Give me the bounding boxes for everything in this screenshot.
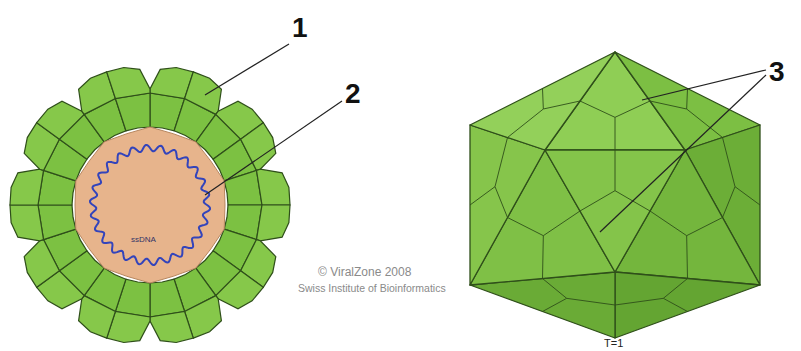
capsid-subunit	[224, 170, 262, 205]
subunit-edge	[723, 138, 736, 187]
capsid-subunit	[150, 312, 193, 343]
leader-line	[205, 101, 342, 195]
capsid-interior	[75, 127, 225, 283]
capsid-subunit	[10, 205, 44, 241]
subunit-edge	[543, 279, 567, 299]
subunit-edge	[650, 101, 687, 109]
subunit-edge	[615, 101, 650, 117]
leader-line	[642, 70, 766, 100]
capsid-subunit	[38, 205, 76, 240]
subunit-edge	[615, 117, 616, 150]
capsid-subunit	[150, 279, 185, 317]
capsid-subunit	[79, 296, 116, 339]
subunit-edge	[495, 138, 508, 187]
capsid-face	[545, 150, 685, 272]
subunit-edge	[650, 211, 687, 236]
callout-number: 1	[292, 14, 308, 42]
subunit-edge	[543, 211, 580, 236]
capsid-subunit	[257, 169, 291, 205]
leader-line	[600, 75, 766, 232]
subunit-edge	[542, 236, 544, 279]
leader-lines	[205, 44, 766, 232]
subunit-edge	[543, 298, 567, 311]
subunit-edge	[615, 150, 616, 191]
subunit-edge	[495, 187, 508, 218]
subunit-edge	[580, 101, 615, 117]
subunit-edge	[686, 89, 688, 110]
subunit-edge	[735, 187, 760, 205]
icosahedral-capsid	[470, 52, 760, 338]
subunit-edge	[508, 218, 544, 236]
capsid-face	[615, 272, 760, 338]
subunit-edge	[615, 298, 663, 305]
subunit-edge	[686, 236, 688, 279]
capsid-cross-section	[10, 68, 290, 343]
capsid-subunit	[24, 240, 59, 288]
leader-line	[205, 44, 289, 95]
capsid-subunit	[37, 101, 84, 139]
subunit-edge	[723, 187, 736, 218]
subunit-edge	[687, 218, 723, 236]
subunit-edge	[543, 101, 580, 109]
triangulation-number: T=1	[604, 338, 623, 349]
capsid-face	[470, 52, 615, 150]
callout-number: 3	[769, 58, 785, 86]
subunit-edge	[508, 109, 544, 138]
subunit-edge	[567, 298, 615, 305]
capsid-subunit	[257, 205, 291, 241]
subunit-edge	[663, 298, 687, 311]
capsid-subunit	[10, 169, 44, 205]
capsid-subunit	[241, 123, 276, 171]
subunit-edge	[580, 191, 615, 211]
genome-label: ssDNA	[131, 236, 156, 244]
capsid-subunit	[115, 93, 150, 131]
subunit-edge	[663, 279, 687, 299]
capsid-subunit	[216, 271, 263, 309]
capsid-subunit	[185, 72, 222, 115]
capsid-face	[470, 125, 545, 285]
subunit-edge	[470, 187, 495, 205]
capsid-subunit	[107, 68, 150, 99]
watermark: © ViralZone 2008	[318, 266, 411, 278]
ssdna-genome	[90, 145, 210, 265]
watermark: Swiss Institute of Bioinformatics	[298, 283, 446, 294]
callout-number: 2	[345, 80, 361, 108]
subunit-edge	[542, 89, 544, 110]
